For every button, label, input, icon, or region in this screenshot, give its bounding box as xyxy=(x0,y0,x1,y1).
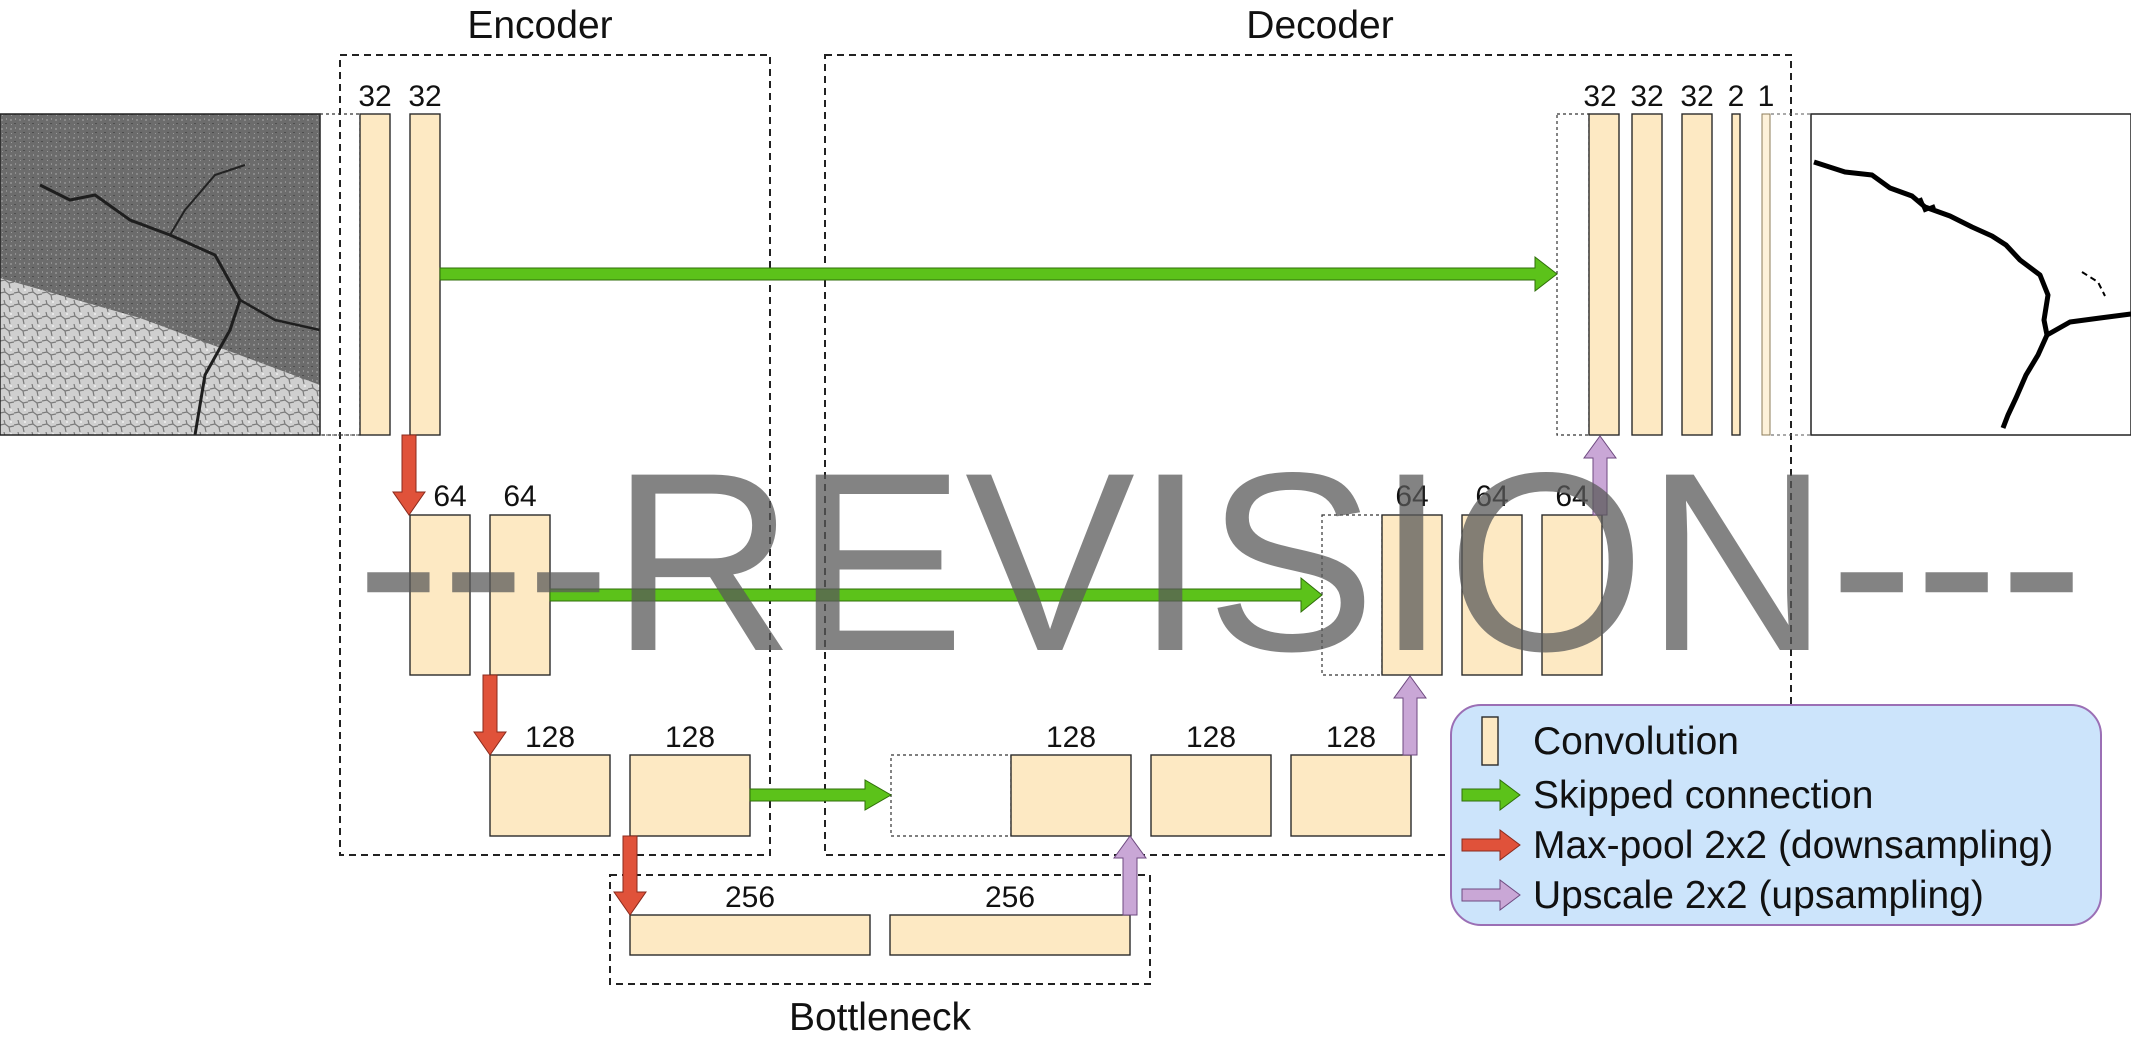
encoder-channels-label: 128 xyxy=(525,721,575,754)
bottleneck-conv-b xyxy=(889,914,1131,956)
decoder-conv-l3-a xyxy=(1010,754,1132,837)
bottleneck-channels-label: 256 xyxy=(725,881,775,914)
legend-convolution-label: Convolution xyxy=(1533,720,1739,763)
legend-maxpool-arrow-icon xyxy=(1461,829,1521,861)
encoder-channels-label: 32 xyxy=(408,80,441,113)
decoder-channels-label: 32 xyxy=(1583,80,1616,113)
decoder-channels-label: 32 xyxy=(1680,80,1713,113)
decoder-group-box xyxy=(824,54,1792,856)
decoder-channels-label: 64 xyxy=(1555,480,1588,513)
decoder-title: Decoder xyxy=(1246,4,1393,47)
decoder-conv-l1-b xyxy=(1631,113,1663,436)
decoder-channels-label: 64 xyxy=(1395,480,1428,513)
decoder-conv-l3-b xyxy=(1150,754,1272,837)
encoder-channels-label: 64 xyxy=(433,480,466,513)
decoder-conv-l1-d xyxy=(1731,113,1741,436)
encoder-channels-label: 64 xyxy=(503,480,536,513)
decoder-channels-label: 2 xyxy=(1728,80,1745,113)
encoder-conv-l2-b xyxy=(489,514,551,676)
encoder-conv-l3-b xyxy=(629,754,751,837)
bottleneck-group-box xyxy=(609,874,1151,985)
encoder-conv-l2-a xyxy=(409,514,471,676)
decoder-channels-label: 1 xyxy=(1758,80,1775,113)
decoder-conv-l3-c xyxy=(1290,754,1412,837)
legend-maxpool-label: Max-pool 2x2 (downsampling) xyxy=(1533,824,2053,867)
upscale-arrow-2 xyxy=(1393,675,1427,756)
encoder-conv-l1-b xyxy=(409,113,441,436)
maxpool-arrow-2 xyxy=(473,674,507,756)
legend-upscale-label: Upscale 2x2 (upsampling) xyxy=(1533,874,1984,917)
decoder-channels-label: 32 xyxy=(1630,80,1663,113)
skip-connection-arrow-level2 xyxy=(549,576,1323,614)
decoder-conv-l2-a xyxy=(1381,514,1443,676)
bottleneck-conv-a xyxy=(629,914,871,956)
skip-connection-arrow-level3 xyxy=(749,779,893,811)
legend-skip-label: Skipped connection xyxy=(1533,774,1873,817)
legend-box xyxy=(1450,704,2102,926)
encoder-conv-l1-a xyxy=(359,113,391,436)
maxpool-arrow-3 xyxy=(613,835,647,916)
legend-skip-arrow-icon xyxy=(1461,779,1521,811)
legend: Convolution Skipped connection Max-pool … xyxy=(1450,704,2102,926)
maxpool-arrow-1 xyxy=(392,434,426,516)
bottleneck-channels-label: 256 xyxy=(985,881,1035,914)
decoder-conv-l2-b xyxy=(1461,514,1523,676)
bottleneck-title: Bottleneck xyxy=(789,996,972,1039)
concat-box-level1 xyxy=(1556,113,1590,436)
encoder-conv-l3-a xyxy=(489,754,611,837)
encoder-title: Encoder xyxy=(467,4,612,47)
encoder-channels-label: 128 xyxy=(665,721,715,754)
decoder-conv-l1-a xyxy=(1588,113,1620,436)
input-image xyxy=(0,113,321,436)
revision-watermark: ---REVISION--- xyxy=(356,420,2084,705)
legend-upscale-arrow-icon xyxy=(1461,879,1521,911)
decoder-channels-label: 128 xyxy=(1046,721,1096,754)
upscale-arrow-1 xyxy=(1113,835,1147,916)
skip-connection-arrow-level1 xyxy=(439,255,1558,293)
output-mask-image xyxy=(1810,113,2131,436)
decoder-channels-label: 128 xyxy=(1186,721,1236,754)
encoder-channels-label: 32 xyxy=(358,80,391,113)
legend-convolution-swatch xyxy=(1481,716,1499,766)
decoder-channels-label: 64 xyxy=(1475,480,1508,513)
decoder-conv-l1-c xyxy=(1681,113,1713,436)
upscale-arrow-3 xyxy=(1583,435,1617,516)
decoder-channels-label: 128 xyxy=(1326,721,1376,754)
decoder-conv-l1-e xyxy=(1761,113,1771,436)
concat-box-level3 xyxy=(890,754,1012,837)
encoder-group-box xyxy=(339,54,771,856)
decoder-conv-l2-c xyxy=(1541,514,1603,676)
